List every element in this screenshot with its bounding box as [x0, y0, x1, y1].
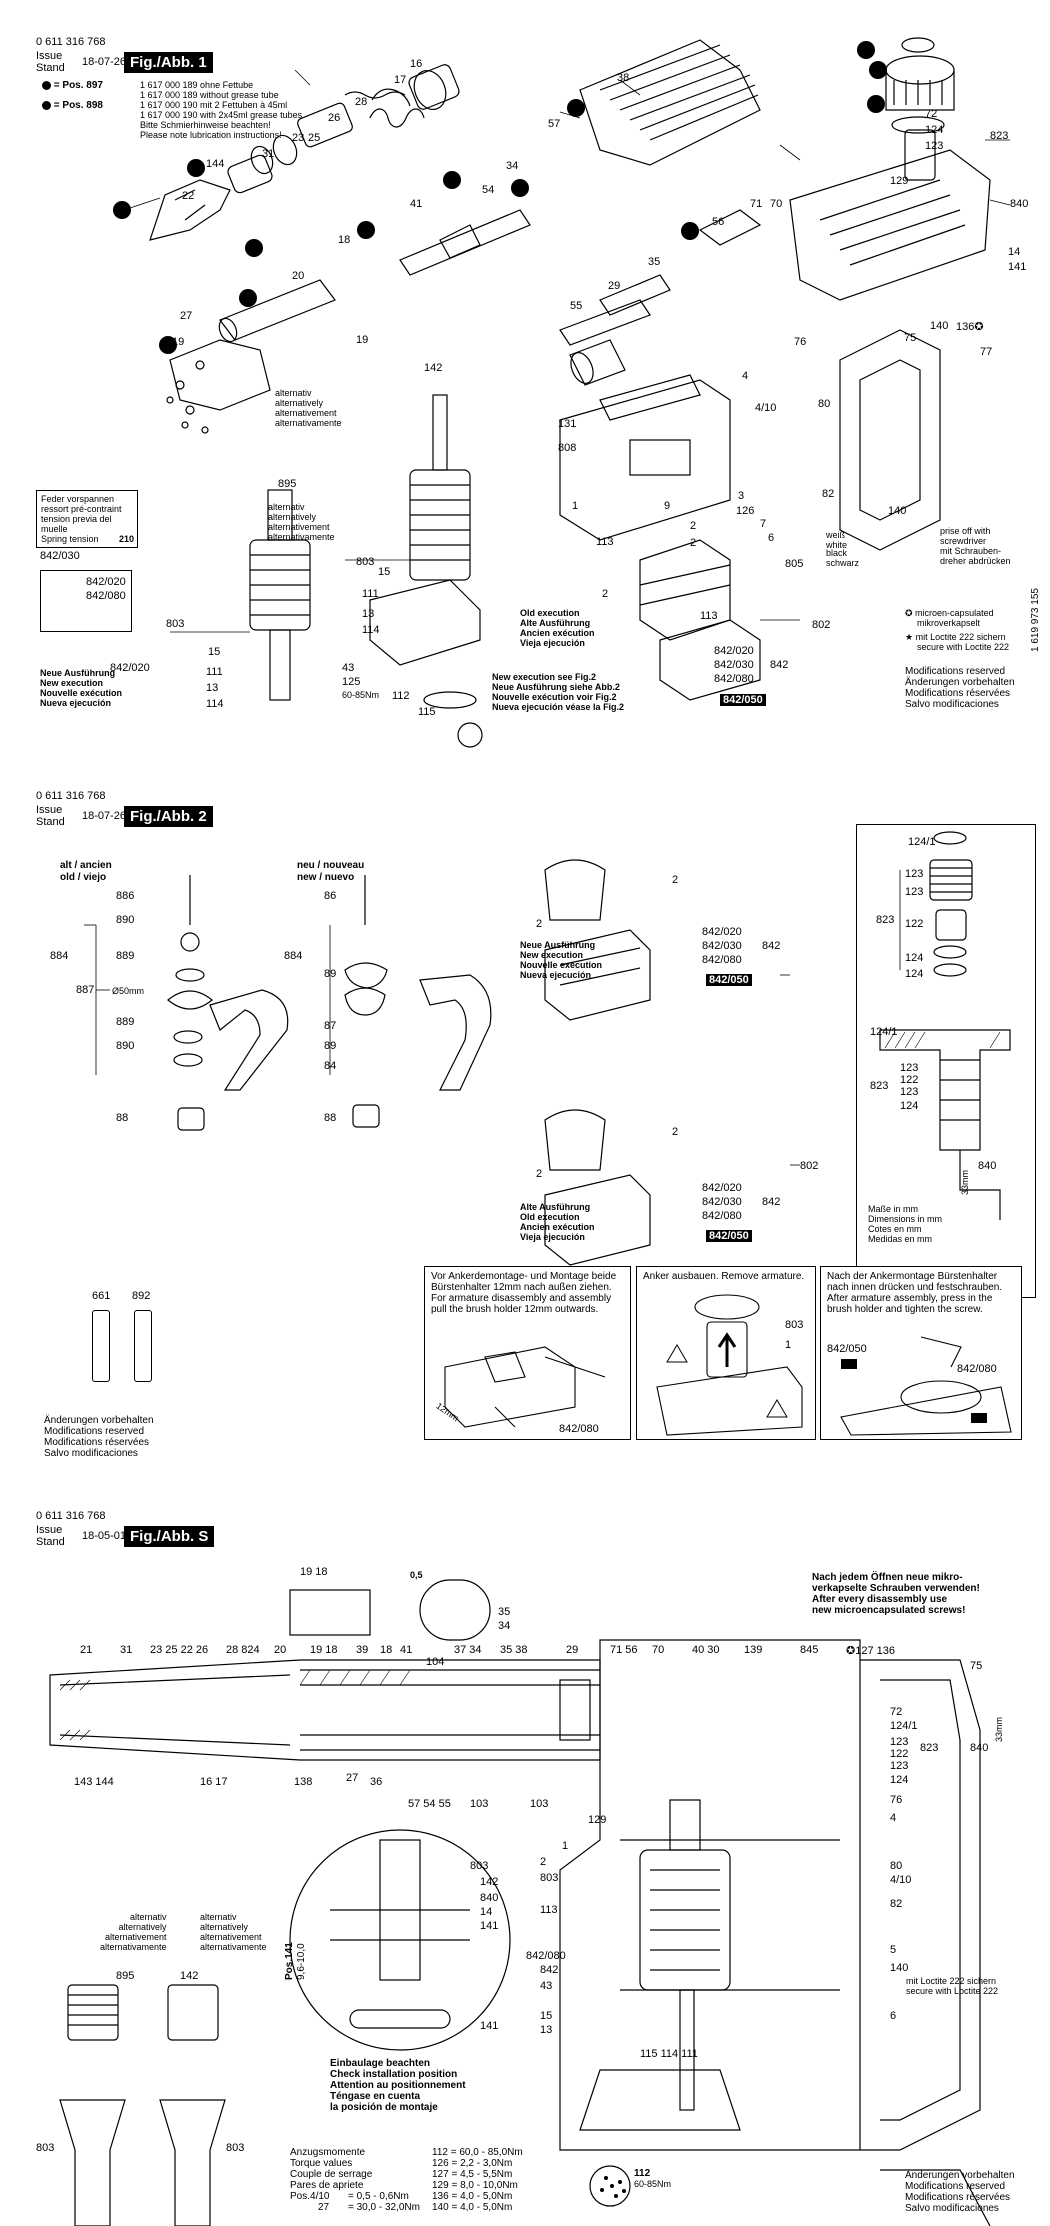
instruction-box-2: Anker ausbauen. Remove armature. 803 1 — [636, 1266, 816, 1440]
sheet-fig-1: 0 611 316 768 Issue Stand 18-07-26 Fig./… — [0, 0, 1050, 760]
issue-date: 18-07-26 — [82, 56, 127, 68]
issue-label-3: Issue — [36, 1524, 63, 1536]
handle-and-brush-diagrams — [84, 831, 1011, 1361]
pos141-value: 9,6-10,0 — [296, 1943, 307, 1980]
legend-lines: 1 617 000 189 ohne Fettube 1 617 000 189… — [140, 80, 303, 140]
grease-tube-661 — [92, 1310, 110, 1382]
torque-note-1: 60-85Nm — [342, 690, 380, 700]
pos141-label: Pos.141 — [284, 1942, 295, 1980]
issue-date-2: 18-07-26 — [82, 810, 127, 822]
sheet-fig-2: 0 611 316 768 Issue Stand 18-07-26 Fig./… — [0, 790, 1050, 1470]
exploded-view-fig1 — [113, 37, 1011, 748]
neu-nouveau: neu / nouveau — [297, 860, 365, 871]
dot-icon — [42, 100, 51, 110]
stand-label-3: Stand — [36, 1536, 65, 1548]
new-nuevo: new / nuevo — [297, 872, 355, 883]
dim-33-s: 33mm — [994, 1716, 1004, 1742]
dot-icon — [42, 80, 51, 90]
alt-ancien: alt / ancien — [60, 860, 112, 871]
stand-label: Stand — [36, 62, 65, 74]
doc-number-3: 0 611 316 768 — [36, 1510, 106, 1522]
section-view-fig-s — [49, 1579, 991, 2226]
pos897-label: = Pos. 897 — [42, 80, 103, 91]
brush-pull-sketch — [444, 1346, 606, 1428]
pos898-label: = Pos. 898 — [42, 100, 103, 111]
issue-label-2: Issue — [36, 804, 63, 816]
brush-press-sketch — [840, 1336, 1012, 1436]
stand-label-2: Stand — [36, 816, 65, 828]
old-viejo: old / viejo — [60, 872, 107, 883]
micro-note: Nach jedem Öffnen neue mikro-verkapselte… — [812, 1572, 980, 1616]
gap-value: 0,5 — [410, 1570, 423, 1580]
grease-tube-892 — [134, 1310, 152, 1382]
sheet-fig-s: 0 611 316 768 Issue Stand 18-05-01 Fig./… — [0, 1510, 1050, 2226]
armature-remove-sketch — [656, 1294, 803, 1436]
fig-title: Fig./Abb. 1 — [124, 52, 213, 73]
issue-date-3: 18-05-01 — [82, 1530, 127, 1542]
torque-left-values: = 0,5 - 0,6Nm= 30,0 - 32,0Nm — [348, 2191, 420, 2213]
fig-title-2: Fig./Abb. 2 — [124, 806, 213, 827]
fig-title-3: Fig./Abb. S — [124, 1526, 215, 1547]
doc-number-2: 0 611 316 768 — [36, 790, 106, 802]
side-code: 1 619 973 155 — [1030, 588, 1041, 652]
spring-tension-box: Feder vorspannen ressort pré-contraint t… — [36, 490, 138, 548]
brush-holder-inset — [40, 570, 132, 632]
bearing-frame — [856, 824, 1036, 1298]
issue-label: Issue — [36, 50, 63, 62]
dia-note: Ø50mm — [112, 986, 145, 996]
doc-number: 0 611 316 768 — [36, 36, 106, 48]
